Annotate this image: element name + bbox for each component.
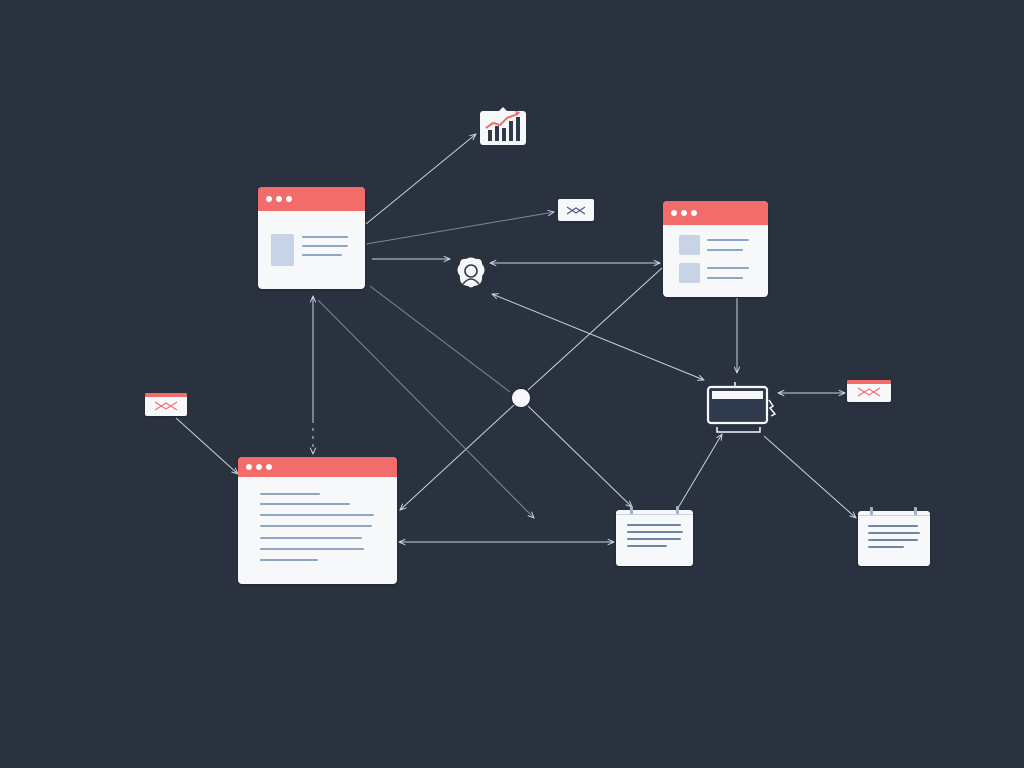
mail-top <box>558 199 594 221</box>
window-top-left <box>258 187 365 289</box>
user-icon <box>457 257 485 288</box>
connector-hub-to-calendar <box>527 405 632 507</box>
connector-user-to-monitor <box>492 294 704 380</box>
connector-window-to-mail <box>365 212 554 245</box>
connector-window-to-chart <box>365 134 476 225</box>
bar-chart-icon <box>480 107 526 145</box>
calendar-right <box>858 507 930 566</box>
monitor-icon <box>706 382 777 433</box>
user-avatar <box>454 256 488 290</box>
mail-icon <box>857 387 881 397</box>
hub-node <box>512 389 530 407</box>
image-placeholder <box>271 234 294 266</box>
connector-monitor-to-calendar-right <box>763 435 856 518</box>
connector-mail-left-to-window <box>175 417 238 474</box>
mail-left <box>145 393 187 416</box>
image-placeholder <box>679 235 700 255</box>
mail-right <box>847 380 891 402</box>
titlebar <box>238 457 397 477</box>
connector-window-to-hub-faint <box>369 285 511 393</box>
connector-hub-to-window-bottom <box>400 404 515 510</box>
connector-window-diagonal-faint <box>317 299 534 518</box>
chart-card <box>479 106 527 146</box>
connector-window-right-to-hub <box>527 267 663 391</box>
monitor <box>705 382 777 434</box>
titlebar <box>663 201 768 225</box>
window-bottom-left <box>238 457 397 584</box>
calendar-center <box>616 506 693 566</box>
image-placeholder <box>679 263 700 283</box>
mail-icon <box>566 206 586 215</box>
window-top-right <box>663 201 768 297</box>
mail-icon <box>154 401 178 411</box>
titlebar <box>258 187 365 211</box>
connector-calendar-to-monitor <box>677 434 722 509</box>
